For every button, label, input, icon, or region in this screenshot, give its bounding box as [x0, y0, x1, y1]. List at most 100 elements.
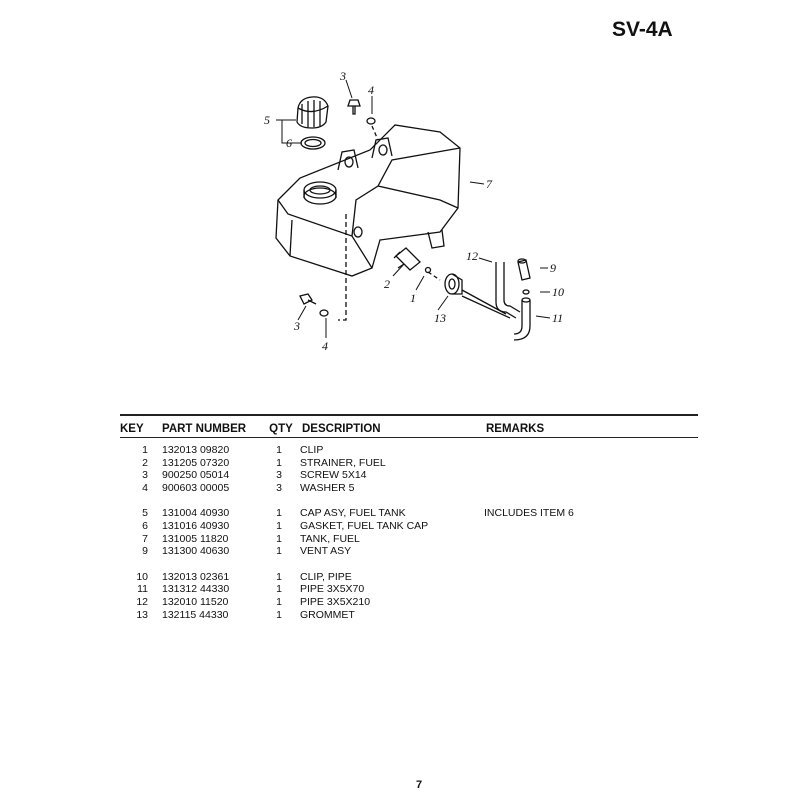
- screw-top-drawing: [347, 99, 361, 115]
- table-row: 11 131312 44330 1 PIPE 3X5X70: [120, 583, 698, 596]
- cell-qty: 1: [276, 570, 282, 583]
- table-header-rule: [120, 437, 698, 438]
- vent-drawing: [517, 258, 531, 281]
- header-description: DESCRIPTION: [302, 422, 381, 435]
- callout-3-top: 3: [339, 69, 346, 83]
- table-row: 1 132013 09820 1 CLIP: [120, 444, 698, 457]
- cell-part-number: 132115 44330: [162, 608, 229, 621]
- table-row: 6 131016 40930 1 GASKET, FUEL TANK CAP: [120, 520, 698, 533]
- cell-key: 9: [142, 545, 148, 558]
- cell-part-number: 132010 11520: [162, 595, 229, 608]
- header-qty: QTY: [269, 422, 293, 435]
- cell-part-number: 132013 02361: [162, 570, 230, 583]
- cell-description: GROMMET: [300, 608, 355, 621]
- washer-top-drawing: [366, 117, 376, 125]
- cell-qty: 1: [276, 519, 282, 532]
- cell-remarks: [484, 583, 698, 596]
- cell-remarks: [484, 520, 698, 533]
- cell-remarks: [484, 469, 698, 482]
- row-group-gap: [120, 494, 698, 507]
- cell-description: WASHER 5: [300, 481, 355, 494]
- cell-key: 5: [142, 507, 148, 520]
- cell-description: TANK, FUEL: [300, 532, 360, 545]
- header-part-number: PART NUMBER: [162, 422, 247, 435]
- callout-9: 9: [550, 261, 556, 275]
- cell-key: 6: [142, 519, 148, 532]
- header-key: KEY: [120, 422, 144, 435]
- cell-qty: 1: [276, 583, 282, 596]
- clip-drawing: [424, 266, 432, 274]
- cell-qty: 1: [276, 444, 282, 456]
- table-row: 10 132013 02361 1 CLIP, PIPE: [120, 571, 698, 584]
- cell-description: CLIP, PIPE: [300, 570, 352, 583]
- callout-6: 6: [286, 136, 292, 150]
- cell-qty: 3: [276, 469, 282, 482]
- cell-description: SCREW 5X14: [300, 469, 367, 482]
- cell-key: 2: [142, 456, 148, 469]
- cell-key: 3: [142, 469, 148, 482]
- fuel-tank-drawing: [275, 124, 461, 277]
- callout-5: 5: [264, 113, 270, 127]
- table-row: 3 900250 05014 3 SCREW 5X14: [120, 469, 698, 482]
- table-row: 9 131300 40630 1 VENT ASY: [120, 545, 698, 558]
- cell-remarks: [484, 482, 698, 495]
- cell-qty: 3: [276, 481, 282, 494]
- cell-remarks: [484, 444, 698, 457]
- table-row: 2 131205 07320 1 STRAINER, FUEL: [120, 457, 698, 470]
- callout-10: 10: [552, 285, 564, 299]
- cell-description: GASKET, FUEL TANK CAP: [300, 519, 429, 532]
- cell-qty: 1: [276, 456, 282, 469]
- cell-remarks: [484, 457, 698, 470]
- header-remarks: REMARKS: [486, 422, 545, 435]
- callout-12: 12: [466, 249, 478, 263]
- cell-qty: 1: [276, 545, 282, 558]
- cell-remarks: [484, 609, 698, 622]
- cell-part-number: 131312 44330: [162, 583, 230, 596]
- cell-part-number: 131016 40930: [162, 519, 230, 532]
- cell-key: 4: [142, 481, 148, 494]
- cell-part-number: 900603 00005: [162, 481, 230, 494]
- cell-key: 7: [142, 532, 148, 545]
- screw-bottom-drawing: [299, 293, 317, 305]
- cell-description: PIPE 3X5X210: [300, 595, 371, 608]
- strainer-drawing: [393, 247, 421, 271]
- callout-3-bottom: 3: [293, 319, 300, 333]
- fuel-cap-drawing: [296, 96, 329, 129]
- cell-part-number: 131005 11820: [162, 532, 229, 545]
- callout-2: 2: [384, 277, 390, 291]
- cell-remarks: [484, 533, 698, 546]
- callout-4-top: 4: [368, 83, 374, 97]
- callout-1: 1: [410, 291, 416, 305]
- callout-4-bottom: 4: [322, 339, 328, 353]
- washer-bottom-drawing: [319, 309, 329, 317]
- cell-description: VENT ASY: [300, 545, 352, 558]
- cell-remarks: [484, 545, 698, 558]
- table-header: KEY PART NUMBER QTY DESCRIPTION REMARKS: [120, 420, 698, 437]
- cell-part-number: 131300 40630: [162, 545, 230, 558]
- table-top-rule: [120, 414, 698, 416]
- page-number: 7: [416, 779, 423, 791]
- cell-key: 10: [136, 570, 148, 583]
- cell-remarks: INCLUDES ITEM 6: [484, 507, 574, 520]
- cell-description: CAP ASY, FUEL TANK: [300, 507, 406, 520]
- callout-7: 7: [486, 177, 493, 191]
- exploded-parts-diagram: 3 4 5 6 7 12 9 10 11 2 1 13 3 4: [264, 69, 564, 353]
- cell-description: CLIP: [300, 444, 324, 456]
- cell-key: 11: [137, 583, 148, 596]
- cell-description: PIPE 3X5X70: [300, 583, 365, 596]
- cell-key: 1: [142, 444, 148, 456]
- pipe-drawing: [461, 262, 531, 341]
- cell-qty: 1: [276, 507, 282, 520]
- cell-part-number: 131205 07320: [162, 456, 230, 469]
- callout-11: 11: [552, 311, 563, 325]
- grommet-drawing: [444, 273, 463, 295]
- cell-description: STRAINER, FUEL: [300, 456, 386, 469]
- cell-part-number: 132013 09820: [162, 444, 230, 456]
- cell-part-number: 900250 05014: [162, 469, 230, 482]
- row-group-gap: [120, 558, 698, 571]
